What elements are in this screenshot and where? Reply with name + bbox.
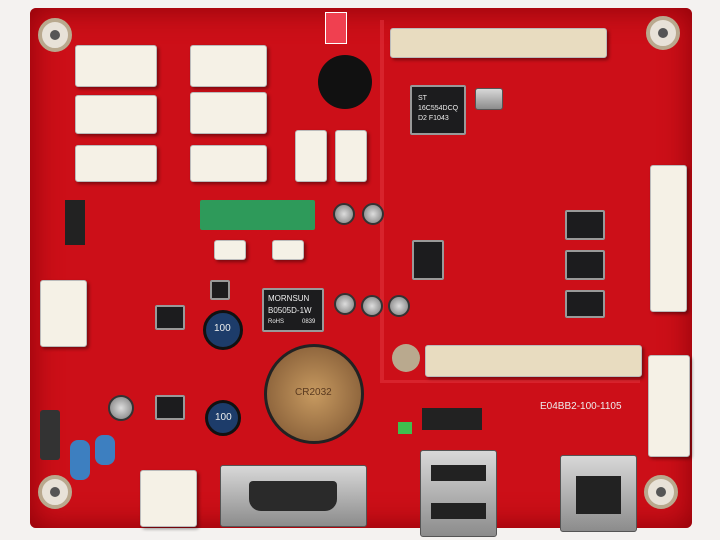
small-switch (272, 240, 304, 260)
coin-battery: CR2032 (264, 344, 364, 444)
capacitor (108, 395, 134, 421)
mounting-hole (646, 16, 680, 50)
chip-lot: D2 F1043 (418, 115, 449, 122)
module-model: B0505D-1W (268, 306, 312, 315)
side-connector (650, 165, 687, 312)
terminal-block (200, 200, 315, 230)
side-connector (648, 355, 690, 457)
board-to-board-connector (425, 345, 642, 377)
small-switch (214, 240, 246, 260)
mounting-hole (38, 18, 72, 52)
power-connector (190, 92, 267, 134)
regulator-chip (155, 305, 185, 330)
power-connector (190, 45, 267, 87)
diode (210, 280, 230, 300)
capacitor (361, 295, 383, 317)
header-connector (40, 280, 87, 347)
mounting-hole (38, 475, 72, 509)
crystal (475, 88, 503, 110)
capacitor (334, 293, 356, 315)
power-connector (75, 95, 157, 134)
soic-chip (565, 290, 605, 318)
jumper-connector (295, 130, 327, 182)
varistor (95, 435, 115, 465)
board-trace (380, 20, 384, 380)
inductor: 100 (203, 310, 243, 350)
module-brand: MORNSUN (268, 294, 310, 303)
rj45-socket (576, 476, 621, 514)
board-to-board-connector (390, 28, 607, 58)
soic-chip (565, 210, 605, 240)
module-rohs: RoHS (268, 319, 285, 325)
module-code: 0839 (302, 319, 316, 325)
power-connector (75, 45, 157, 87)
regulator-chip (155, 395, 185, 420)
pin-header (422, 408, 482, 430)
buzzer (318, 55, 372, 109)
soic-chip (412, 240, 444, 280)
varistor (70, 440, 90, 480)
capacitor (388, 295, 410, 317)
dc-dc-module: MORNSUN B0505D-1W RoHS 0839 (262, 288, 324, 332)
power-input-connector (140, 470, 197, 527)
capacitor (333, 203, 355, 225)
board-id-label: E04BB2-100-1105 (540, 401, 622, 412)
uart-chip: ST 16C554DCQ D2 F1043 (410, 85, 466, 135)
usb-ports (420, 450, 497, 537)
usb-slot (431, 465, 486, 481)
usb-slot (431, 503, 486, 519)
standoff-hole (392, 344, 420, 372)
inductor: 100 (205, 400, 241, 436)
board-trace (380, 380, 640, 383)
jumper-connector (335, 130, 367, 182)
fuse (40, 410, 60, 460)
mounting-hole (644, 475, 678, 509)
soic-chip (565, 250, 605, 280)
power-connector (75, 145, 157, 182)
db9-serial-port (220, 465, 367, 527)
pin-header (65, 200, 85, 245)
rj45-ethernet-port (560, 455, 637, 532)
chip-part: 16C554DCQ (418, 105, 459, 112)
db9-socket (249, 481, 337, 511)
capacitor (362, 203, 384, 225)
power-connector (190, 145, 267, 182)
led (398, 422, 412, 434)
chip-maker: ST (418, 95, 427, 102)
inductor-value: 100 (215, 412, 232, 423)
inductor-value: 100 (214, 323, 231, 334)
dip-switch (325, 12, 347, 44)
battery-label: CR2032 (295, 387, 332, 398)
